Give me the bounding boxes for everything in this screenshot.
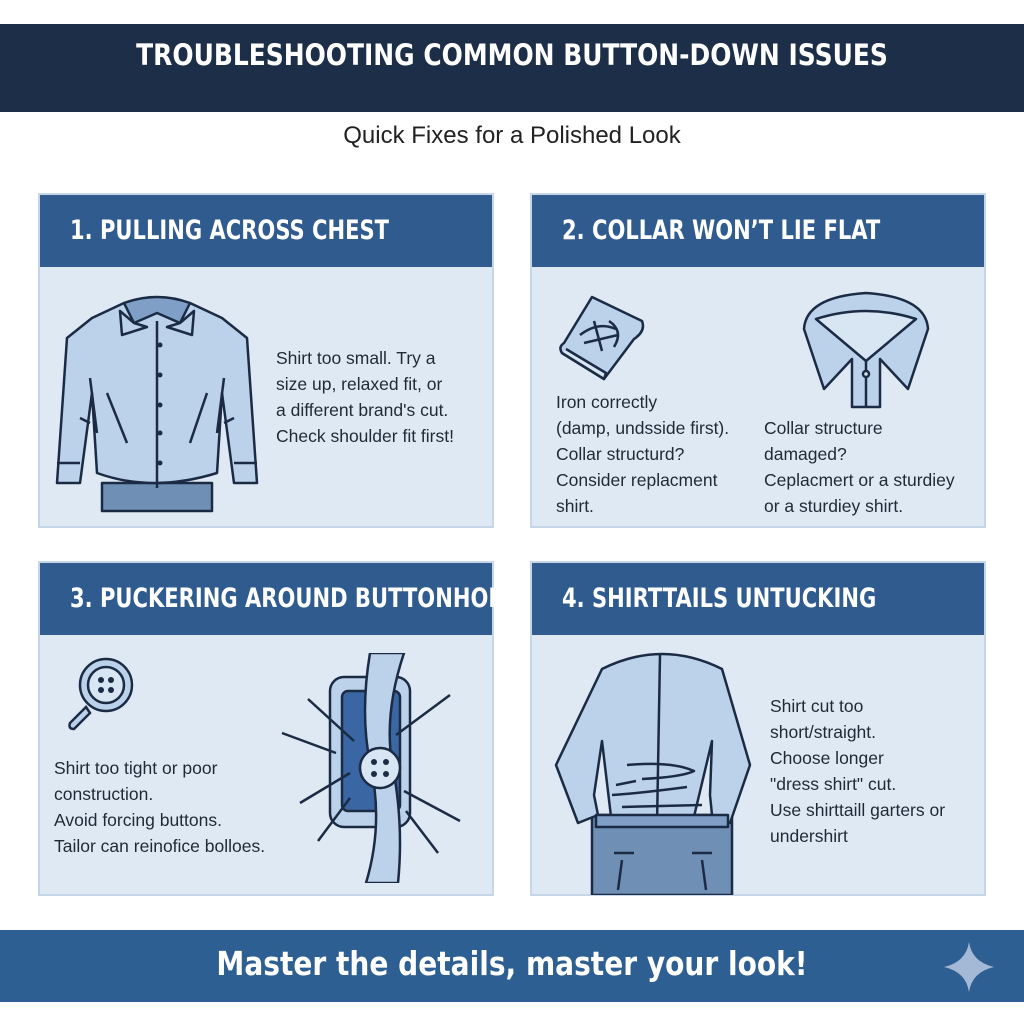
title-bar: TROUBLESHOOTING COMMON BUTTON-DOWN ISSUE… — [0, 24, 1024, 112]
card-body: Iron correctly (damp, undsside first). C… — [532, 267, 984, 528]
card-body: Shirt too tight or poor construction. Av… — [40, 635, 492, 896]
card-header: 2. COLLAR WON’T LIE FLAT — [532, 195, 984, 267]
card-text-right: Collar structure damaged? Ceplacmert or … — [764, 418, 955, 516]
card-title: 4. SHIRTTAILS UNTUCKING — [562, 583, 877, 614]
card-collar-wont-lie-flat: 2. COLLAR WON’T LIE FLAT Iron correctly … — [530, 193, 986, 528]
card-pulling-across-chest: 1. PULLING ACROSS CHEST Shirt too small.… — [38, 193, 494, 528]
page-title: TROUBLESHOOTING COMMON BUTTON-DOWN ISSUE… — [136, 38, 888, 72]
card-text: Shirt cut too short/straight. Choose lon… — [770, 696, 946, 846]
card-header: 4. SHIRTTAILS UNTUCKING — [532, 563, 984, 635]
magnifier-button-icon — [68, 657, 134, 731]
footer-tagline: Master the details, master your look! — [216, 944, 808, 983]
buttonhole-strain-icon — [281, 653, 461, 883]
footer-bar: Master the details, master your look! — [0, 930, 1024, 1002]
card-puckering-around-buttonholes: 3. PUCKERING AROUND BUTTONHOLES — [38, 561, 531, 896]
card-text: Shirt too small. Try a size up, relaxed … — [276, 348, 454, 446]
sparkle-icon — [944, 942, 994, 992]
collar-icon — [802, 291, 930, 409]
page-subtitle: Quick Fixes for a Polished Look — [343, 122, 681, 149]
card-title: 3. PUCKERING AROUND BUTTONHOLES — [70, 583, 532, 614]
card-title: 1. PULLING ACROSS CHEST — [70, 215, 390, 246]
card-header: 1. PULLING ACROSS CHEST — [40, 195, 492, 267]
card-body: Shirt cut too short/straight. Choose lon… — [532, 635, 984, 896]
card-title: 2. COLLAR WON’T LIE FLAT — [562, 215, 881, 246]
crumpled-collar-icon — [559, 295, 645, 381]
shirt-front-icon — [55, 295, 259, 513]
card-shirttails-untucking: 4. SHIRTTAILS UNTUCKING Shirt cut too sh… — [530, 561, 986, 896]
card-text: Shirt too tight or poor construction. Av… — [54, 758, 266, 856]
card-body: Shirt too small. Try a size up, relaxed … — [40, 267, 492, 528]
card-header: 3. PUCKERING AROUND BUTTONHOLES — [40, 563, 531, 635]
card-text-left: Iron correctly (damp, undsside first). C… — [556, 392, 730, 516]
shirt-back-icon — [554, 652, 752, 895]
